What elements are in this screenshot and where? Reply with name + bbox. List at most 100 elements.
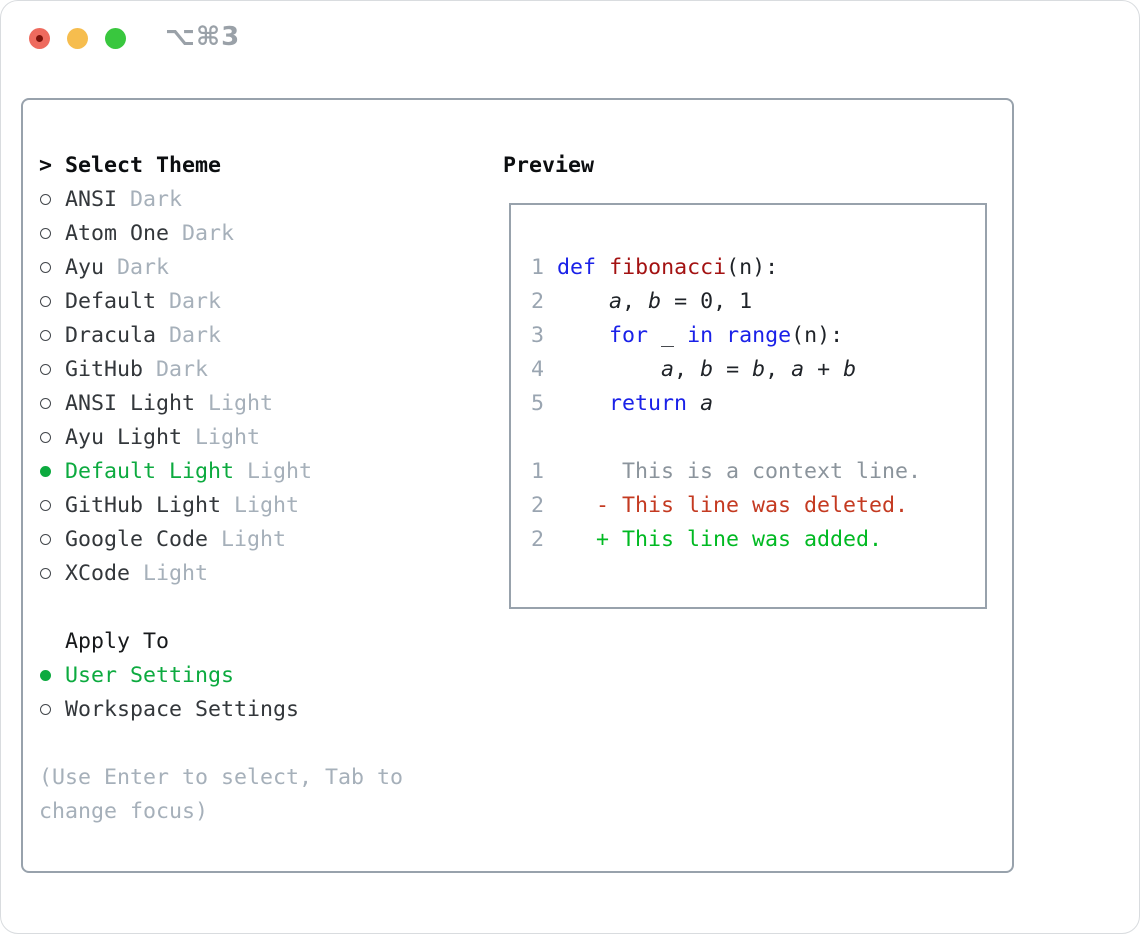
token-vr: b — [752, 357, 766, 382]
theme-name: Default — [65, 289, 157, 314]
focus-prompt-icon: > — [39, 153, 53, 178]
select-theme-label: Select Theme — [65, 153, 222, 178]
zoom-button[interactable] — [105, 28, 126, 49]
line-number: 4 — [531, 357, 545, 382]
token-fn: fibonacci — [609, 255, 727, 280]
token-pl2: + — [804, 357, 844, 382]
token-pl2 — [544, 527, 596, 552]
theme-name: GitHub Light — [65, 493, 222, 518]
theme-variant: Dark — [156, 289, 222, 314]
radio-icon — [40, 296, 51, 307]
theme-option-default-light-light[interactable]: Default Light Light — [39, 455, 455, 489]
token-kw: range — [726, 323, 792, 348]
theme-option-atom-one-dark[interactable]: Atom One Dark — [39, 217, 455, 251]
theme-name: Dracula — [65, 323, 157, 348]
token-pl2: , — [765, 357, 792, 382]
theme-option-xcode-light[interactable]: XCode Light — [39, 557, 455, 591]
apply-option-label: Workspace Settings — [65, 697, 300, 722]
theme-variant: Light — [130, 561, 209, 586]
line-number: 3 — [531, 323, 545, 348]
token-pl2: , — [674, 357, 701, 382]
theme-option-google-code-light[interactable]: Google Code Light — [39, 523, 455, 557]
apply-option-label: User Settings — [65, 663, 235, 688]
apply-option-user-settings[interactable]: User Settings — [39, 659, 455, 693]
radio-icon — [40, 500, 51, 511]
apply-option-workspace-settings[interactable]: Workspace Settings — [39, 693, 455, 727]
theme-variant: Light — [221, 493, 300, 518]
token-pl2 — [687, 391, 700, 416]
theme-variant: Light — [182, 425, 261, 450]
theme-variant: Light — [208, 527, 287, 552]
token-vr: a — [791, 357, 805, 382]
token-pl2: (n): — [726, 255, 779, 280]
spacer — [39, 727, 455, 761]
token-vr: a — [661, 357, 675, 382]
theme-option-dracula-dark[interactable]: Dracula Dark — [39, 319, 455, 353]
preview-blank-line — [531, 421, 921, 455]
theme-name: Ayu — [65, 255, 105, 280]
preview-line: 5 return a — [531, 387, 921, 421]
theme-variant: Dark — [117, 187, 183, 212]
theme-option-default-dark[interactable]: Default Dark — [39, 285, 455, 319]
theme-option-ansi-light-light[interactable]: ANSI Light Light — [39, 387, 455, 421]
radio-icon — [40, 330, 51, 341]
radio-icon — [40, 466, 51, 477]
radio-icon — [40, 568, 51, 579]
theme-variant: Light — [234, 459, 313, 484]
radio-icon — [40, 398, 51, 409]
theme-option-ansi-dark[interactable]: ANSI Dark — [39, 183, 455, 217]
preview-line: 4 a, b = b, a + b — [531, 353, 921, 387]
theme-option-ayu-light-light[interactable]: Ayu Light Light — [39, 421, 455, 455]
token-pl2: = — [713, 357, 753, 382]
token-pl2: = 0, 1 — [661, 289, 753, 314]
theme-variant: Light — [195, 391, 274, 416]
token-kw: def — [557, 255, 597, 280]
line-number: 1 — [531, 459, 545, 484]
theme-option-github-dark[interactable]: GitHub Dark — [39, 353, 455, 387]
token-pl2 — [713, 323, 726, 348]
theme-variant: Dark — [156, 323, 222, 348]
theme-option-ayu-dark[interactable]: Ayu Dark — [39, 251, 455, 285]
token-pl2: (n): — [791, 323, 844, 348]
radio-icon — [40, 364, 51, 375]
theme-name: GitHub — [65, 357, 144, 382]
token-pl2 — [544, 323, 609, 348]
preview-line: 1 def fibonacci(n): — [531, 251, 921, 285]
token-vr: b — [843, 357, 857, 382]
token-pl2: _ — [648, 323, 688, 348]
token-vr: a — [700, 391, 714, 416]
token-pl2 — [544, 391, 609, 416]
radio-icon — [40, 670, 51, 681]
radio-icon — [40, 262, 51, 273]
close-button[interactable] — [29, 28, 50, 49]
keyboard-hint: (Use Enter to select, Tab to change focu… — [39, 765, 404, 824]
line-number: 2 — [531, 527, 545, 552]
token-vr: b — [648, 289, 662, 314]
theme-option-github-light-light[interactable]: GitHub Light Light — [39, 489, 455, 523]
token-pl2 — [596, 255, 609, 280]
radio-icon — [40, 534, 51, 545]
token-add: + This line was added. — [596, 527, 883, 552]
apply-to-label: Apply To — [65, 629, 170, 654]
line-number: 5 — [531, 391, 545, 416]
line-number: 2 — [531, 289, 545, 314]
window-title: ⌥⌘3 — [165, 22, 241, 52]
radio-icon — [40, 432, 51, 443]
theme-name: ANSI — [65, 187, 118, 212]
preview-line: 2 + This line was added. — [531, 523, 921, 557]
token-del: - This line was deleted. — [596, 493, 909, 518]
minimize-button[interactable] — [67, 28, 88, 49]
token-kw: for — [609, 323, 649, 348]
line-number: 2 — [531, 493, 545, 518]
token-pl2 — [544, 493, 596, 518]
preview-line: 3 for _ in range(n): — [531, 319, 921, 353]
preview-line: 1 This is a context line. — [531, 455, 921, 489]
token-vr: a — [609, 289, 623, 314]
select-theme-header: > Select Theme — [39, 149, 455, 183]
theme-name: Google Code — [65, 527, 209, 552]
preview-pane — [509, 203, 987, 609]
